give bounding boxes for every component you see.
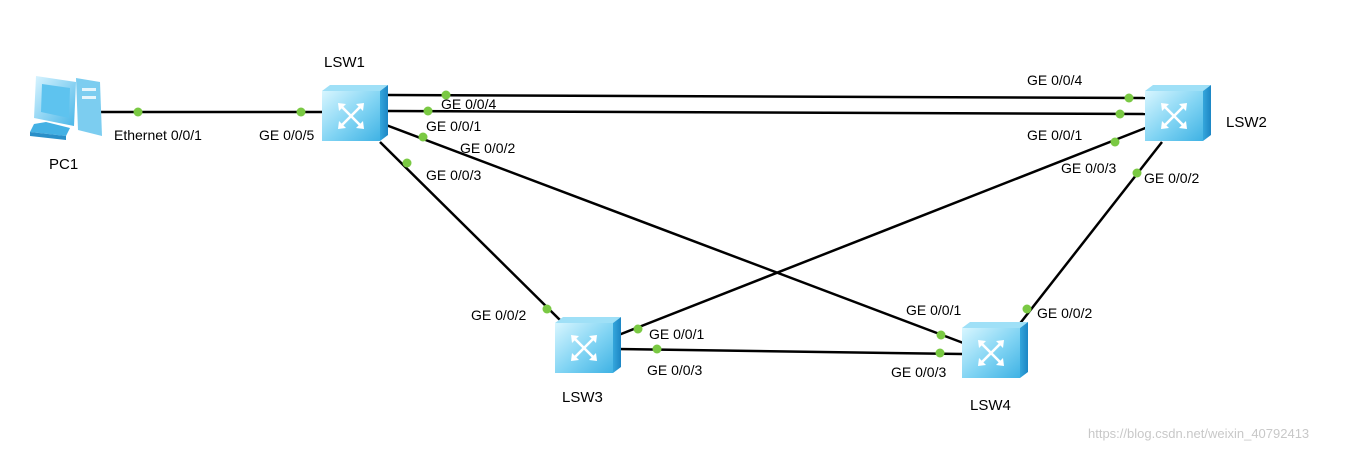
link-lsw2-lsw3 — [615, 125, 1149, 338]
port-label-lsw2-ge2: GE 0/0/2 — [1144, 170, 1200, 186]
port-dot-lsw4-ge1 — [936, 330, 946, 340]
port-dot-lsw4-ge2 — [1022, 304, 1032, 314]
port-dot-lsw1-ge2 — [418, 132, 428, 142]
switch-icon — [960, 320, 1030, 380]
port-dot-lsw1-ge3 — [402, 158, 412, 168]
port-label-lsw3-ge3: GE 0/0/3 — [647, 362, 703, 378]
link-lsw3-lsw4 — [615, 347, 963, 356]
port-label-lsw2-ge3: GE 0/0/3 — [1061, 160, 1117, 176]
link-lsw1-lsw4 — [385, 123, 967, 346]
port-dot-lsw1-ge1 — [423, 106, 433, 116]
port-label-lsw1-ge3: GE 0/0/3 — [426, 167, 482, 183]
port-label-lsw4-ge2: GE 0/0/2 — [1037, 305, 1093, 321]
port-label-lsw1-ge2: GE 0/0/2 — [460, 140, 516, 156]
port-label-lsw2-ge1: GE 0/0/1 — [1027, 127, 1083, 143]
port-dot-lsw3-ge1 — [633, 324, 643, 334]
device-label-lsw3: LSW3 — [562, 389, 603, 406]
link-lsw1-lsw2-ge1 — [387, 109, 1146, 116]
port-dot-lsw2-ge4 — [1124, 93, 1134, 103]
port-dot-lsw3-ge3 — [652, 344, 662, 354]
port-label-lsw3-ge1: GE 0/0/1 — [649, 326, 705, 342]
port-dot-lsw2-ge2 — [1132, 168, 1142, 178]
device-label-lsw2: LSW2 — [1226, 114, 1267, 131]
port-label-lsw1-ge5: GE 0/0/5 — [259, 127, 315, 143]
port-dot-lsw1-ge4 — [441, 90, 451, 100]
port-label-lsw1-ge4: GE 0/0/4 — [441, 96, 497, 112]
port-label-lsw3-ge2: GE 0/0/2 — [471, 307, 527, 323]
watermark: https://blog.csdn.net/weixin_40792413 — [1088, 426, 1310, 441]
port-label-lsw4-ge3: GE 0/0/3 — [891, 364, 947, 380]
port-dot-lsw4-ge3 — [935, 348, 945, 358]
port-dot-lsw1-ge5 — [296, 107, 306, 117]
switch-icon — [320, 83, 390, 143]
port-dot-lsw2-ge3 — [1110, 137, 1120, 147]
link-lsw1-lsw2-ge4 — [387, 93, 1146, 100]
port-label-lsw4-ge1: GE 0/0/1 — [906, 302, 962, 318]
pc-icon — [30, 76, 102, 140]
port-dot-pc1-eth — [133, 107, 143, 117]
port-label-pc1-eth: Ethernet 0/0/1 — [114, 127, 202, 143]
port-dot-lsw2-ge1 — [1115, 109, 1125, 119]
port-label-lsw2-ge4: GE 0/0/4 — [1027, 72, 1083, 88]
switch-icon — [1143, 83, 1213, 143]
switch-icon — [553, 315, 623, 375]
port-label-lsw1-ge1: GE 0/0/1 — [426, 118, 482, 134]
port-dot-lsw3-ge2 — [542, 304, 552, 314]
device-label-lsw1: LSW1 — [324, 54, 365, 71]
device-label-pc1: PC1 — [49, 156, 79, 173]
device-label-lsw4: LSW4 — [970, 397, 1011, 414]
link-lsw1-lsw3 — [379, 141, 563, 323]
